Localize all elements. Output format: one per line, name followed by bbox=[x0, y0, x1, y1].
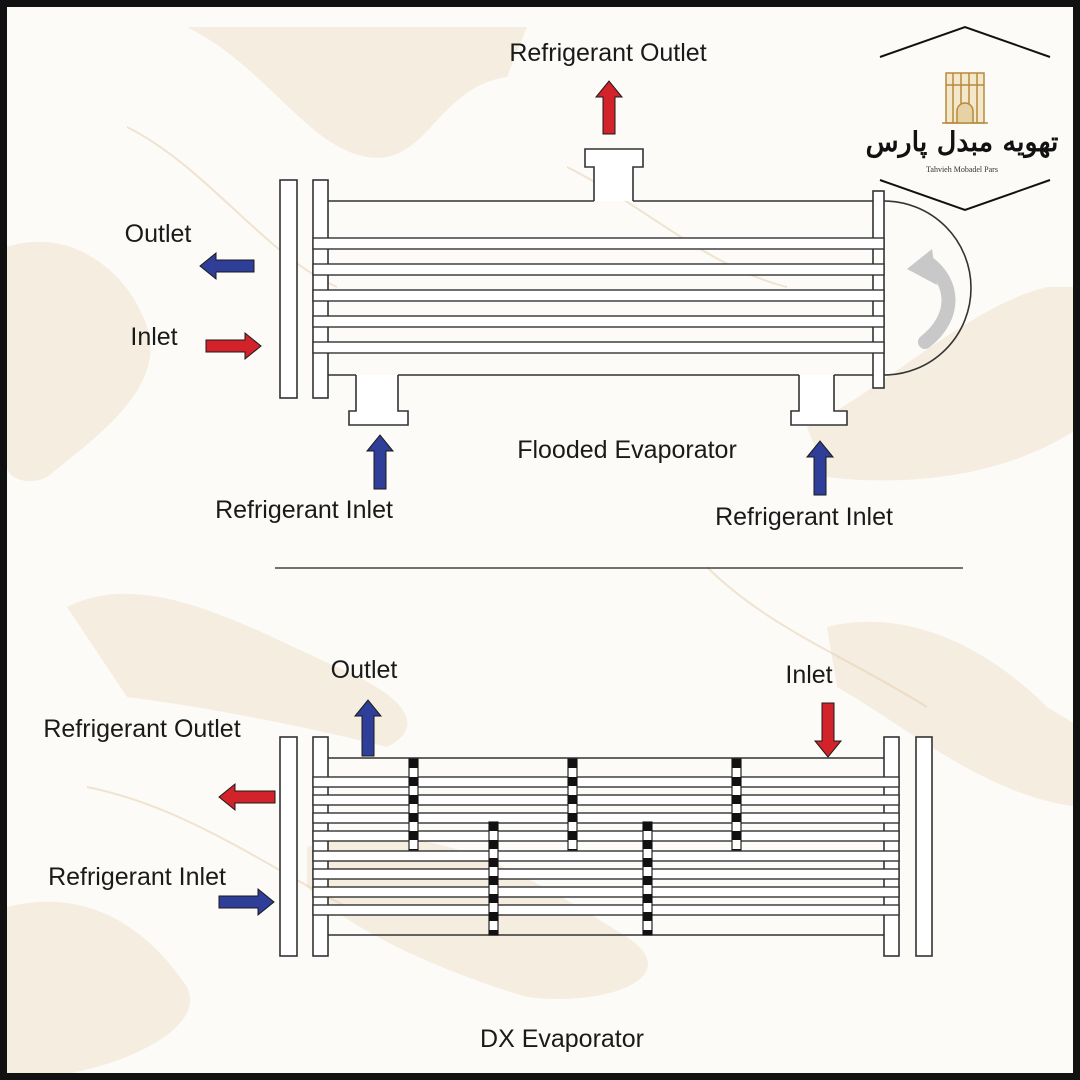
dx-baffle-4-segment-2 bbox=[489, 840, 498, 849]
dx-baffle-1-segment-4 bbox=[409, 813, 418, 822]
curved-arrow-head bbox=[907, 249, 937, 285]
dx-refrigerant-outlet-arrow bbox=[218, 782, 276, 812]
dx-tube-sheet-right bbox=[883, 736, 900, 957]
flooded-inlet-label: Inlet bbox=[130, 323, 178, 351]
dx-baffle-5-segment-6 bbox=[643, 912, 652, 921]
flooded-refrigerant-inlet-left-label: Refrigerant Inlet bbox=[215, 496, 393, 524]
dx-baffle-5-segment-2 bbox=[643, 840, 652, 849]
dx-baffle-3-segment-3 bbox=[732, 795, 741, 804]
flooded-tube-bundle bbox=[312, 237, 885, 354]
flooded-refrigerant-outlet-label: Refrigerant Outlet bbox=[509, 39, 707, 67]
dx-baffle-1-segment-5 bbox=[409, 831, 418, 840]
flooded-tube-2 bbox=[312, 263, 885, 276]
dx-tube-sheet-left-2 bbox=[312, 736, 329, 957]
dx-tube-3 bbox=[312, 812, 900, 824]
dx-tube-7 bbox=[312, 886, 900, 898]
dx-baffle-5-segment-4 bbox=[643, 876, 652, 885]
dx-baffle-3-segment-4 bbox=[732, 813, 741, 822]
flooded-inlet-arrow bbox=[205, 331, 262, 361]
flooded-top-nozzle bbox=[584, 148, 644, 201]
dx-tube-sheet-left bbox=[279, 736, 298, 957]
dx-baffle-4-segment-4 bbox=[489, 876, 498, 885]
dx-baffle-1-segment-3 bbox=[409, 795, 418, 804]
logo bbox=[879, 25, 1051, 212]
dx-baffle-4-segment-6 bbox=[489, 912, 498, 921]
dx-baffle-4-segment-7 bbox=[489, 930, 498, 935]
flooded-return-head bbox=[883, 200, 972, 376]
dx-refrigerant-inlet-label: Refrigerant Inlet bbox=[48, 863, 226, 891]
dx-baffle-5-segment-1 bbox=[643, 822, 652, 831]
dx-baffle-1 bbox=[408, 758, 419, 851]
dx-baffle-4-segment-1 bbox=[489, 822, 498, 831]
dx-baffle-5-segment-7 bbox=[643, 930, 652, 935]
flooded-tube-5 bbox=[312, 341, 885, 354]
logo-name-fa: تهویه مبدل پارس bbox=[865, 127, 1059, 158]
dx-baffle-5-segment-3 bbox=[643, 858, 652, 867]
logo-roof-line bbox=[879, 25, 1051, 58]
flooded-refrigerant-inlet-right-label: Refrigerant Inlet bbox=[715, 503, 893, 531]
dx-baffle-2 bbox=[567, 758, 578, 851]
dx-baffle-2-segment-5 bbox=[568, 831, 577, 840]
dx-tube-bundle bbox=[312, 776, 900, 916]
dx-baffle-3-segment-1 bbox=[732, 759, 741, 768]
dx-baffle-5-segment-5 bbox=[643, 894, 652, 903]
dx-baffle-3-segment-5 bbox=[732, 831, 741, 840]
flooded-bottom-nozzle-left bbox=[348, 375, 409, 426]
dx-refrigerant-outlet-label: Refrigerant Outlet bbox=[43, 715, 241, 743]
flooded-outlet-label: Outlet bbox=[124, 220, 192, 248]
flooded-outlet-arrow bbox=[199, 251, 255, 281]
flooded-bottom-nozzle-right bbox=[790, 375, 848, 426]
dx-title: DX Evaporator bbox=[480, 1025, 644, 1053]
dx-baffle-1-segment-2 bbox=[409, 777, 418, 786]
dx-baffle-2-segment-6 bbox=[568, 849, 577, 850]
dx-outlet-arrow bbox=[353, 699, 383, 757]
flooded-title: Flooded Evaporator bbox=[517, 436, 737, 464]
flooded-tube-sheet-left-2 bbox=[312, 179, 329, 399]
flooded-refrigerant-outlet-arrow bbox=[594, 80, 624, 135]
flooded-evaporator-drawing bbox=[279, 148, 972, 426]
dx-tube-2 bbox=[312, 794, 900, 806]
curved-arrow-icon bbox=[918, 255, 956, 349]
dx-baffle-2-segment-4 bbox=[568, 813, 577, 822]
dx-baffle-2-segment-2 bbox=[568, 777, 577, 786]
dx-tube-4 bbox=[312, 830, 900, 842]
dx-tube-sheet-right-2 bbox=[915, 736, 933, 957]
dx-baffle-3 bbox=[731, 758, 742, 851]
dx-baffle-1-segment-1 bbox=[409, 759, 418, 768]
flooded-tube-3 bbox=[312, 289, 885, 302]
dx-tube-5 bbox=[312, 850, 900, 862]
flooded-refrigerant-inlet-left-arrow bbox=[365, 434, 395, 490]
logo-base-line bbox=[879, 179, 1051, 212]
evaporator-diagrams bbox=[199, 25, 1051, 957]
flooded-tube-1 bbox=[312, 237, 885, 250]
dx-baffle-4 bbox=[488, 821, 499, 936]
dx-baffle-2-segment-3 bbox=[568, 795, 577, 804]
dx-inlet-arrow bbox=[813, 702, 843, 758]
dx-baffle-3-segment-2 bbox=[732, 777, 741, 786]
dx-outlet-label: Outlet bbox=[330, 656, 398, 684]
dx-baffle-1-segment-6 bbox=[409, 849, 418, 850]
dx-refrigerant-inlet-arrow bbox=[218, 887, 275, 917]
dx-baffle-4-segment-3 bbox=[489, 858, 498, 867]
flooded-tube-4 bbox=[312, 315, 885, 328]
dx-tube-8 bbox=[312, 904, 900, 916]
dx-baffle-4-segment-5 bbox=[489, 894, 498, 903]
flooded-refrigerant-inlet-right-arrow bbox=[805, 440, 835, 496]
flooded-tube-sheet-left bbox=[279, 179, 298, 399]
logo-name-en: Tahvieh Mobadel Pars bbox=[926, 165, 998, 174]
dx-tube-6 bbox=[312, 868, 900, 880]
dx-baffle-3-segment-6 bbox=[732, 849, 741, 850]
dx-evaporator-drawing bbox=[279, 736, 933, 957]
building-icon bbox=[942, 72, 988, 124]
dx-baffle-5 bbox=[642, 821, 653, 936]
dx-baffles bbox=[408, 758, 742, 936]
dx-baffle-2-segment-1 bbox=[568, 759, 577, 768]
dx-inlet-label: Inlet bbox=[785, 661, 833, 689]
dx-tube-1 bbox=[312, 776, 900, 788]
